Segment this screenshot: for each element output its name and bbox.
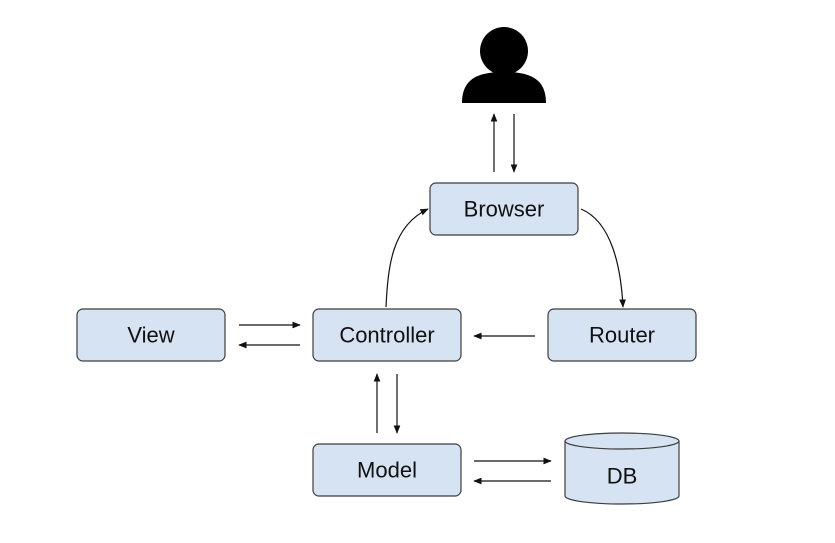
db-node: DB (564, 432, 680, 505)
router-box (547, 308, 697, 362)
model-label: Model (357, 458, 417, 483)
view-node: View (76, 308, 226, 362)
arrow-browser-to-router (580, 208, 626, 308)
model-box (312, 443, 462, 497)
browser-node: Browser (429, 182, 579, 236)
view-label: View (127, 323, 174, 348)
controller-box (312, 308, 462, 362)
controller-node: Controller (312, 308, 462, 362)
controller-label: Controller (339, 323, 434, 348)
model-node: Model (312, 443, 462, 497)
arrow-controller-to-browser (385, 208, 429, 308)
user-node (462, 27, 546, 103)
view-box (76, 308, 226, 362)
person-icon (462, 27, 546, 103)
database-cylinder-icon (564, 432, 680, 505)
browser-box (429, 182, 579, 236)
router-label: Router (589, 323, 655, 348)
router-node: Router (547, 308, 697, 362)
browser-label: Browser (464, 197, 545, 222)
db-label: DB (607, 464, 638, 489)
